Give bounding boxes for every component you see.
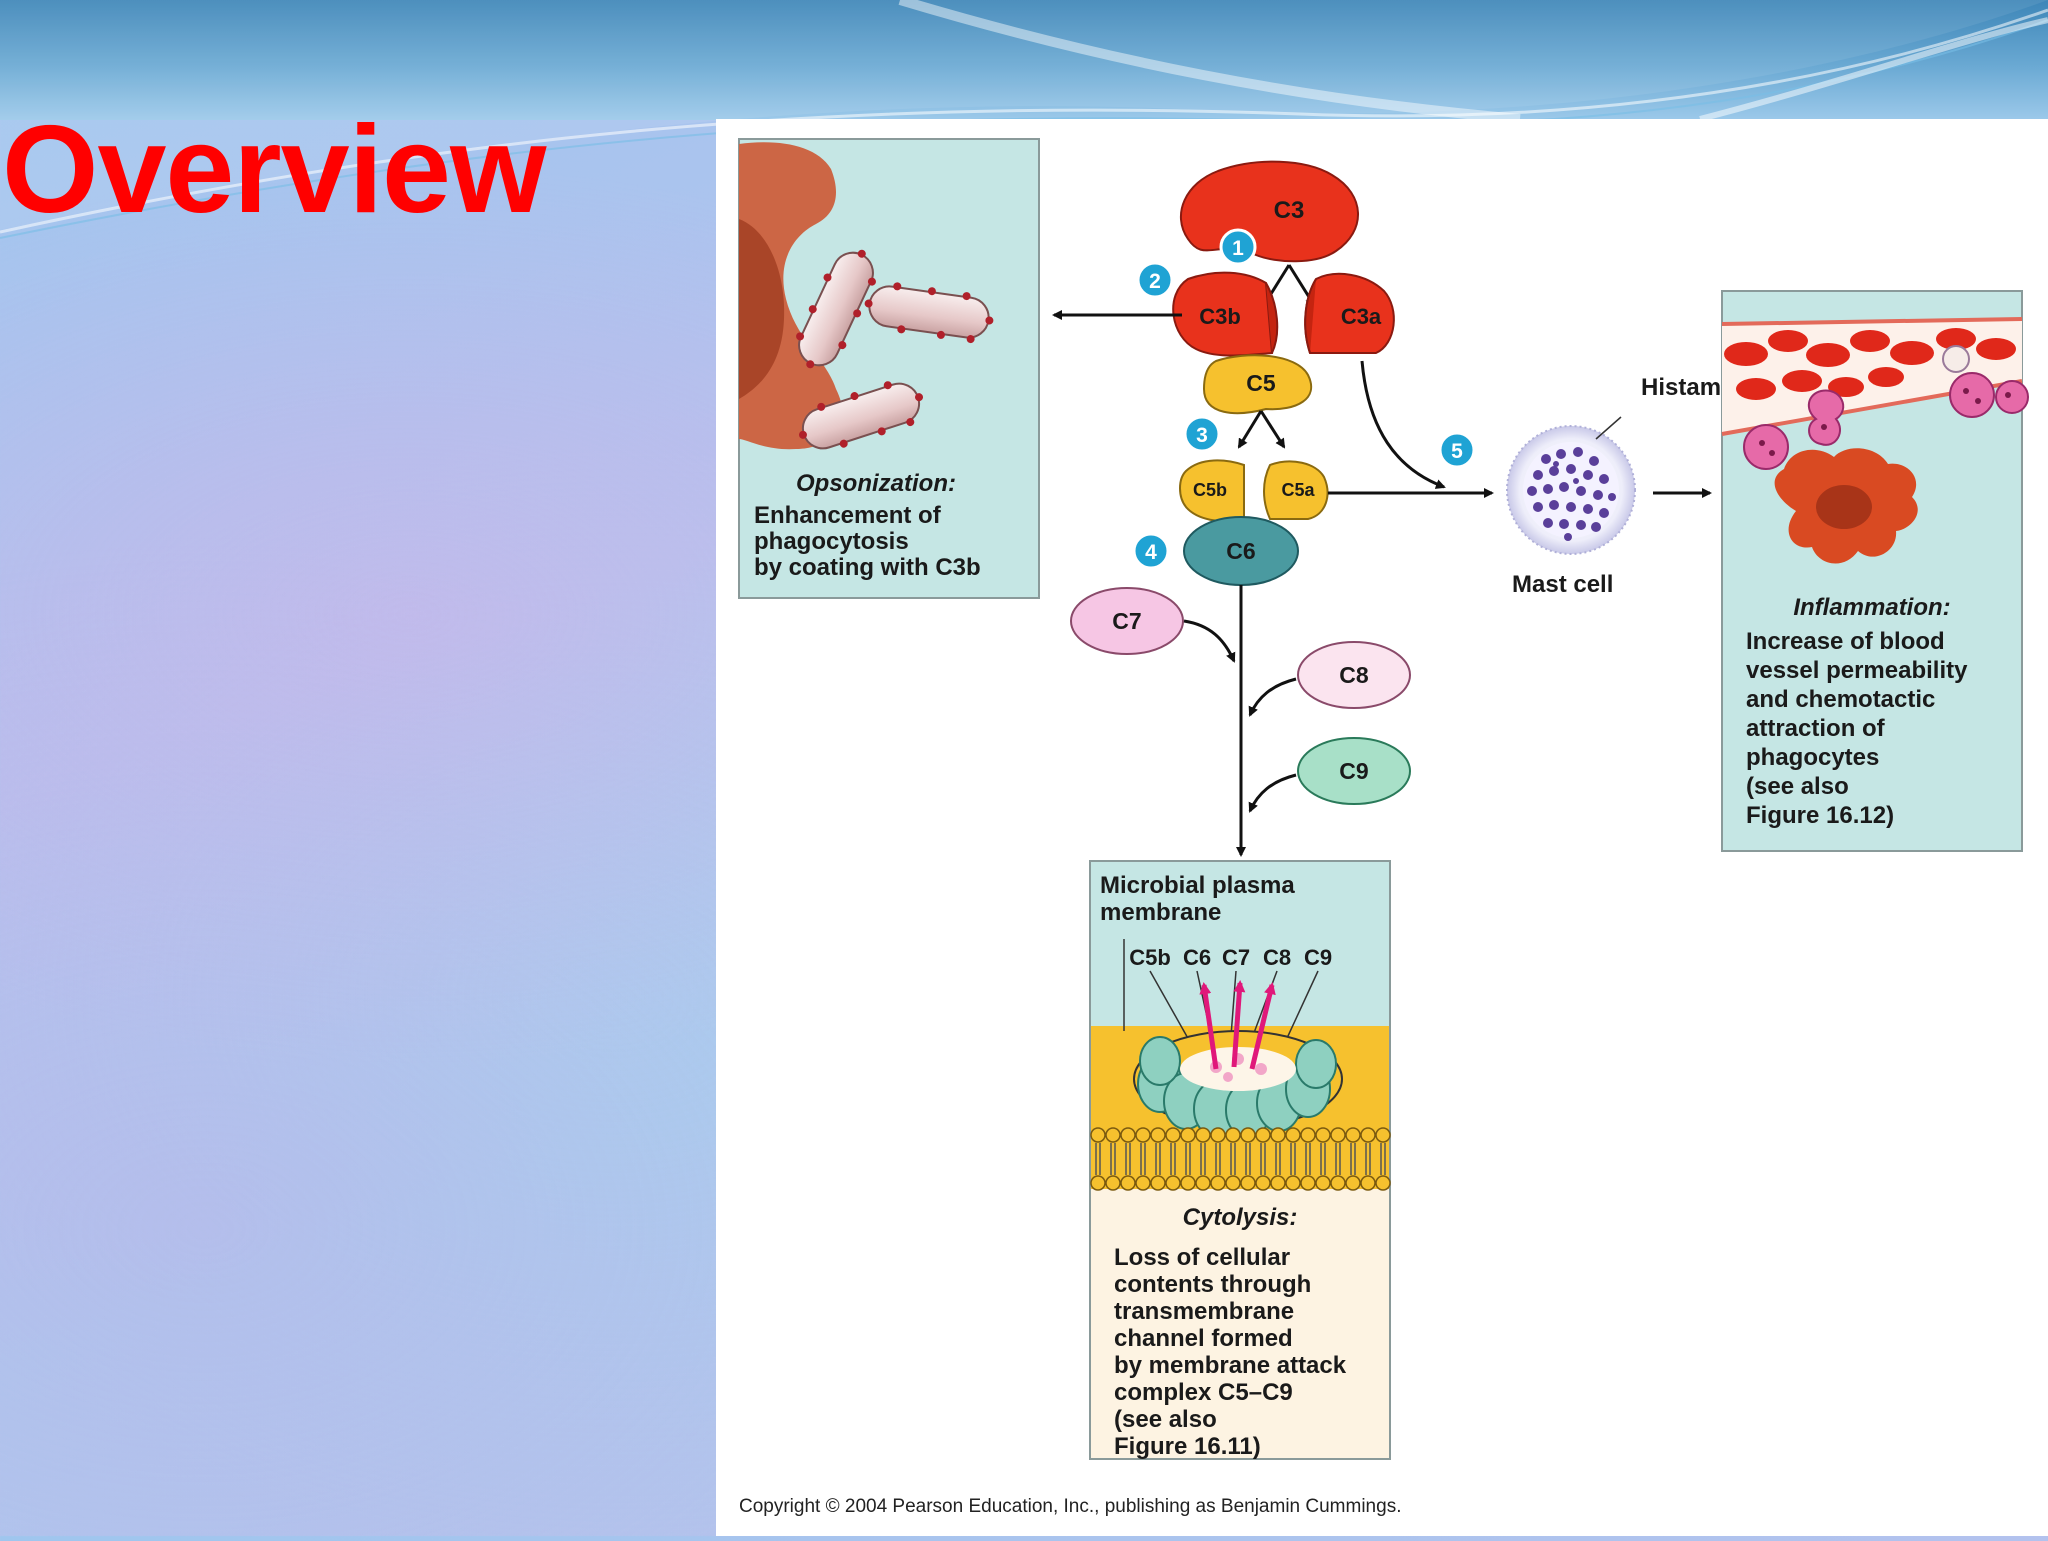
arrow-c8-join bbox=[1248, 677, 1297, 717]
bacterium-rod bbox=[864, 282, 994, 344]
inflammation-line: (see also bbox=[1746, 773, 1849, 800]
membrane-attack-box: Microbial plasma membrane C5b C6 C7 C8 C… bbox=[1089, 860, 1391, 1460]
svg-text:2: 2 bbox=[1149, 270, 1161, 293]
step-marker-4: 4 bbox=[1132, 532, 1170, 570]
svg-text:5: 5 bbox=[1451, 440, 1463, 463]
c9-label: C9 bbox=[1339, 758, 1368, 784]
inflammation-box: Inflammation: Increase of blood vessel p… bbox=[1721, 290, 2029, 852]
svg-text:1: 1 bbox=[1232, 237, 1244, 260]
mac-label-c7: C7 bbox=[1222, 945, 1250, 970]
inflammation-line: attraction of bbox=[1746, 715, 1886, 742]
inflammation-line: and chemotactic bbox=[1746, 686, 1935, 713]
opsonization-box: Opsonization: Enhancement of phagocytosi… bbox=[738, 138, 1040, 599]
step-marker-2: 2 bbox=[1136, 261, 1174, 299]
cytolysis-line: (see also bbox=[1114, 1406, 1217, 1433]
mast-cell-label: Mast cell bbox=[1512, 571, 1613, 598]
inflammation-line: phagocytes bbox=[1746, 744, 1879, 771]
header-wave-decoration bbox=[0, 0, 2048, 239]
mac-label-c9: C9 bbox=[1304, 945, 1332, 970]
phagocyte-nucleus bbox=[739, 219, 785, 399]
step-marker-1: 1 bbox=[1219, 228, 1257, 266]
c3a-molecule: C3a bbox=[1304, 272, 1395, 354]
svg-text:3: 3 bbox=[1196, 424, 1208, 447]
c8-label: C8 bbox=[1339, 662, 1369, 688]
histamine-pointer bbox=[1595, 416, 1622, 440]
inflammation-title: Inflammation: bbox=[1793, 594, 1950, 621]
arrow-c7-join bbox=[1183, 619, 1236, 663]
cytolysis-line: transmembrane bbox=[1114, 1298, 1294, 1325]
c3b-molecule: C3b bbox=[1172, 271, 1279, 357]
c8-molecule: C8 bbox=[1297, 641, 1411, 709]
c9-molecule: C9 bbox=[1297, 737, 1411, 805]
c5-label: C5 bbox=[1246, 370, 1276, 396]
c3a-label: C3a bbox=[1341, 304, 1382, 329]
complement-diagram-panel: Opsonization: Enhancement of phagocytosi… bbox=[716, 119, 2048, 1536]
c7-molecule: C7 bbox=[1070, 587, 1184, 655]
copyright-notice: Copyright © 2004 Pearson Education, Inc.… bbox=[739, 1496, 1401, 1517]
red-blood-cells bbox=[1724, 328, 2016, 400]
c6-molecule: C6 bbox=[1183, 516, 1299, 586]
c7-label: C7 bbox=[1112, 608, 1141, 634]
arrow-c5-to-c5a bbox=[1259, 410, 1286, 449]
cytolysis-line: channel formed bbox=[1114, 1325, 1293, 1352]
opsonization-line: Enhancement of bbox=[754, 502, 942, 529]
phospholipid-bilayer bbox=[1090, 1127, 1391, 1191]
arrow-c9-join bbox=[1248, 773, 1297, 813]
complement-diagram: Opsonization: Enhancement of phagocytosi… bbox=[738, 138, 2029, 1517]
step-marker-5: 5 bbox=[1438, 431, 1476, 469]
membrane-title: Microbial plasma bbox=[1100, 872, 1295, 899]
c5-molecule: C5 bbox=[1202, 354, 1313, 415]
c3b-label: C3b bbox=[1199, 304, 1241, 329]
inflammation-line: vessel permeability bbox=[1746, 657, 1968, 684]
c5b-label: C5b bbox=[1193, 480, 1227, 500]
transmembrane-channel bbox=[1133, 1030, 1343, 1139]
mac-label-c8: C8 bbox=[1263, 945, 1291, 970]
slide-header-band bbox=[0, 0, 2048, 120]
c5a-molecule: C5a bbox=[1263, 460, 1329, 520]
mac-label-c6: C6 bbox=[1183, 945, 1211, 970]
inflammation-line: Figure 16.12) bbox=[1746, 802, 1894, 829]
cytolysis-line: Figure 16.11) bbox=[1114, 1433, 1261, 1460]
cytolysis-line: complex C5–C9 bbox=[1114, 1379, 1293, 1406]
cytolysis-title: Cytolysis: bbox=[1183, 1204, 1298, 1231]
leaking-contents-arrows bbox=[1199, 980, 1276, 1070]
macrophage-nucleus bbox=[1816, 485, 1872, 529]
opsonization-line: phagocytosis bbox=[754, 528, 909, 555]
arrow-c3a-to-mast-cell bbox=[1360, 360, 1446, 489]
arrow-c5-to-c5b bbox=[1237, 410, 1263, 449]
c3-label: C3 bbox=[1274, 197, 1305, 224]
membrane-title: membrane bbox=[1100, 899, 1221, 926]
mac-label-c5b: C5b bbox=[1129, 945, 1171, 970]
svg-text:4: 4 bbox=[1145, 541, 1157, 564]
bacterium-rod bbox=[796, 249, 876, 369]
bacterium-rod bbox=[798, 381, 924, 450]
step-marker-3: 3 bbox=[1183, 415, 1221, 453]
opsonization-title: Opsonization: bbox=[796, 470, 956, 497]
cytolysis-line: Loss of cellular bbox=[1114, 1244, 1290, 1271]
c3-molecule: C3 bbox=[1179, 160, 1359, 263]
c6-label: C6 bbox=[1226, 538, 1255, 564]
cytolysis-line: contents through bbox=[1114, 1271, 1311, 1298]
slide-title: Overview bbox=[2, 101, 546, 239]
opsonization-line: by coating with C3b bbox=[754, 554, 981, 581]
mast-cell bbox=[1506, 425, 1636, 555]
c5b-molecule: C5b bbox=[1179, 459, 1245, 523]
phagocyte-cells bbox=[1743, 345, 2029, 470]
cytolysis-line: by membrane attack bbox=[1114, 1352, 1347, 1379]
inflammation-line: Increase of blood bbox=[1746, 628, 1945, 655]
c5a-label: C5a bbox=[1281, 480, 1315, 500]
